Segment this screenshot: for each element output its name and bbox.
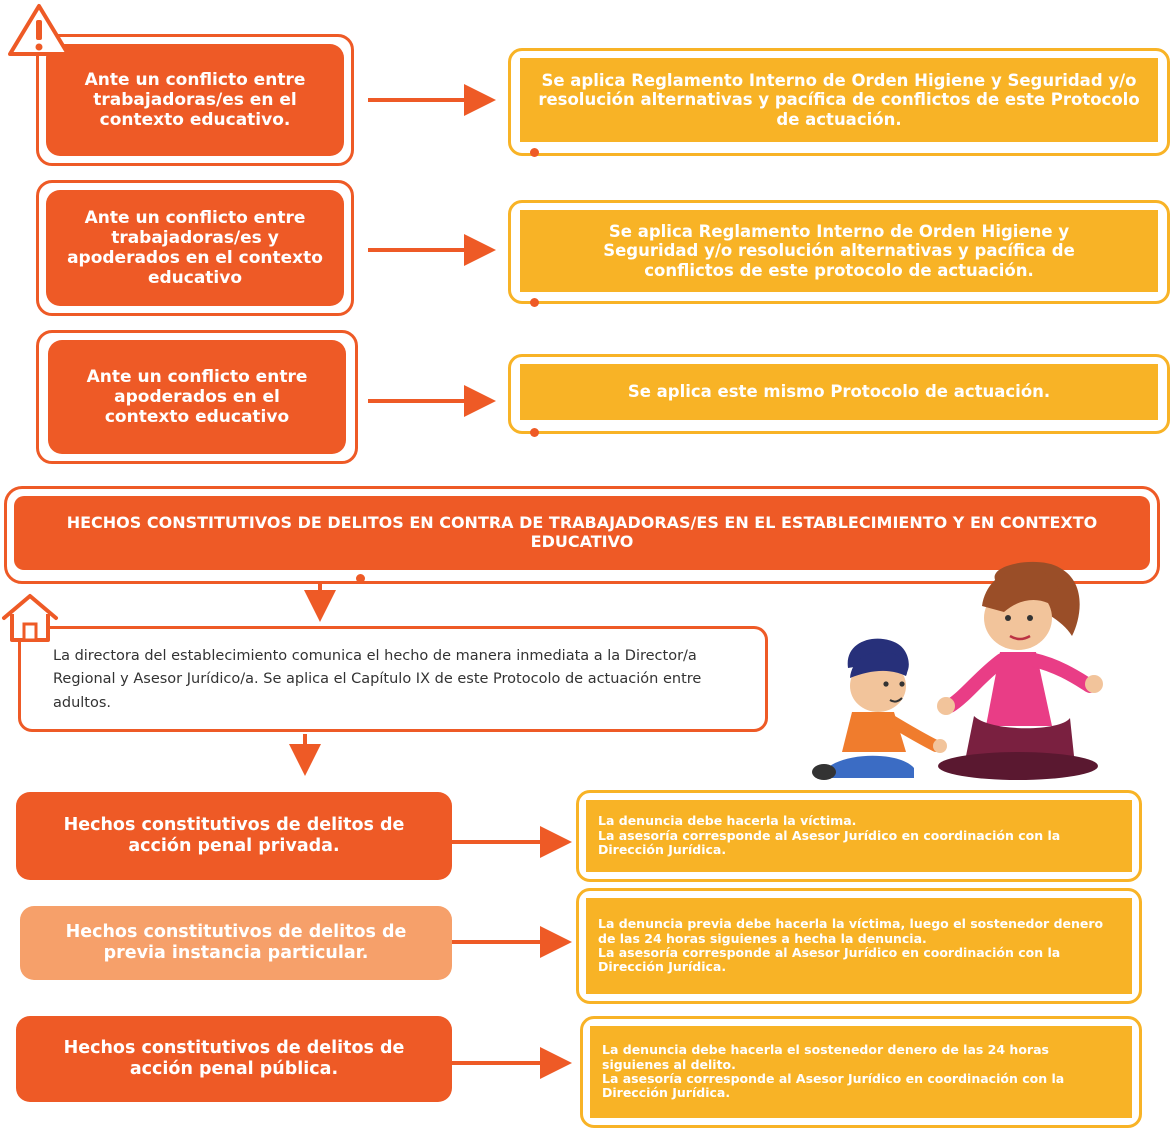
action-box: Se aplica Reglamento Interno de Orden Hi… [520, 210, 1158, 292]
house-icon [2, 594, 58, 642]
bullet-dot [530, 428, 539, 437]
banner-box: HECHOS CONSTITUTIVOS DE DELITOS EN CONTR… [14, 496, 1150, 570]
action-box: Se aplica este mismo Protocolo de actuac… [520, 364, 1158, 420]
crime-type-box: Hechos constitutivos de delitos de acció… [16, 792, 452, 880]
situation-box: Ante un conflicto entre trabajadoras/es … [46, 44, 344, 156]
bullet-dot [356, 574, 365, 583]
crime-detail-box: La denuncia debe hacerla el sostenedor d… [590, 1026, 1132, 1118]
director-text: La directora del establecimiento comunic… [53, 648, 702, 711]
warning-icon [8, 4, 70, 56]
action-box: Se aplica Reglamento Interno de Orden Hi… [520, 58, 1158, 142]
situation-box: Ante un conflicto entre trabajadoras/es … [46, 190, 344, 306]
child-figure [812, 638, 947, 780]
child-and-woman-illustration [812, 561, 1103, 780]
situation-box: Ante un conflicto entre apoderados en el… [48, 340, 346, 454]
crime-type-box: Hechos constitutivos de delitos de previ… [20, 906, 452, 980]
crime-type-box: Hechos constitutivos de delitos de acció… [16, 1016, 452, 1102]
bullet-dot [530, 298, 539, 307]
bullet-dot [530, 148, 539, 157]
crime-detail-box: La denuncia previa debe hacerla la vícti… [586, 898, 1132, 994]
crime-detail-box: La denuncia debe hacerla la víctima. La … [586, 800, 1132, 872]
woman-figure [937, 561, 1103, 780]
director-box: La directora del establecimiento comunic… [18, 626, 768, 732]
